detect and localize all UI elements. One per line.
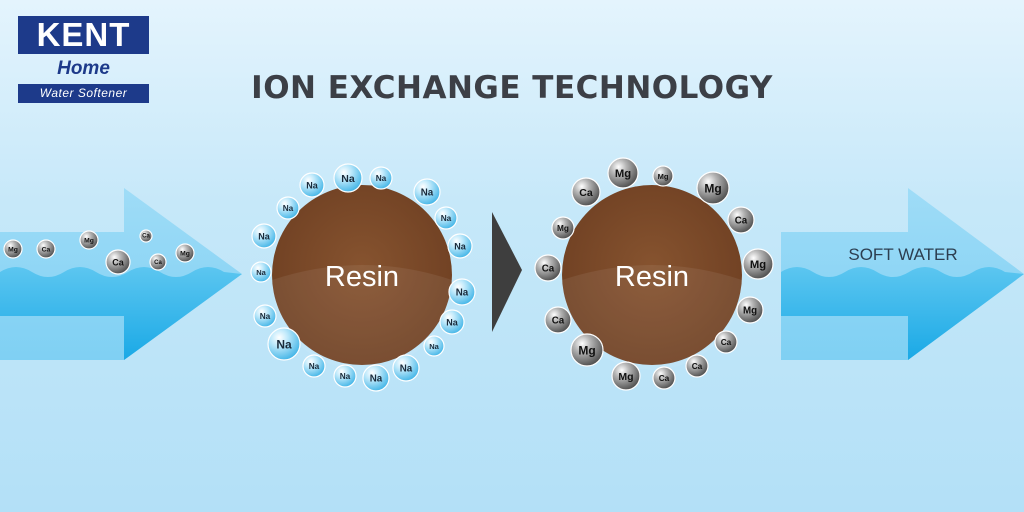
ion-na: Na — [254, 305, 276, 327]
ion-label: Mg — [743, 306, 757, 317]
resin-label: Resin — [615, 261, 689, 293]
ion-mg: Mg — [552, 217, 574, 239]
ion-ca: Ca — [106, 250, 130, 274]
ion-label: Ca — [721, 338, 732, 347]
ion-label: Na — [429, 342, 439, 351]
ion-na: Na — [268, 328, 300, 360]
ion-na: Na — [440, 310, 464, 334]
ion-na: Na — [251, 262, 271, 282]
resin-after: Resin CaMgMgMgCaMgMgCaMgCaCaMgCaMgCa — [535, 158, 773, 390]
ion-na: Na — [334, 365, 356, 387]
ion-label: Na — [306, 180, 318, 190]
ion-mg: Mg — [743, 249, 773, 279]
ion-label: Na — [341, 173, 355, 185]
ion-label: Mg — [618, 371, 633, 383]
ion-ca: Ca — [728, 207, 754, 233]
ion-ca: Ca — [535, 255, 561, 281]
ion-label: Na — [283, 204, 294, 213]
ion-label: Mg — [180, 251, 190, 258]
ion-label: Ca — [692, 362, 703, 371]
soft-water-label: SOFT WATER — [848, 245, 957, 264]
ion-label: Na — [454, 241, 466, 251]
ion-label: Ca — [735, 216, 748, 227]
ion-label: Na — [276, 337, 292, 351]
ion-label: Ca — [579, 187, 593, 199]
ion-label: Ca — [42, 247, 51, 254]
ion-na: Na — [300, 173, 324, 197]
ion-mg: Mg — [697, 172, 729, 204]
ion-na: Na — [370, 167, 392, 189]
ion-ca: Ca — [37, 240, 55, 258]
ion-label: Ca — [542, 264, 555, 275]
ion-na: Na — [363, 365, 389, 391]
ion-label: Na — [370, 374, 383, 385]
ion-mg: Mg — [653, 166, 673, 186]
ion-ca: Ca — [140, 230, 152, 242]
ion-label: Ca — [659, 374, 670, 383]
ion-label: Ca — [154, 260, 162, 266]
ion-label: Na — [258, 231, 270, 241]
ion-na: Na — [414, 179, 440, 205]
ion-label: Mg — [704, 181, 721, 195]
ion-na: Na — [334, 164, 362, 192]
ion-label: Mg — [557, 224, 569, 233]
ion-label: Mg — [84, 238, 94, 245]
ion-label: Na — [446, 317, 458, 327]
ion-label: Mg — [658, 172, 669, 181]
ion-ca: Ca — [150, 254, 166, 270]
ion-label: Na — [256, 268, 266, 277]
ion-mg: Mg — [571, 334, 603, 366]
soft-water-arrow: SOFT WATER — [781, 188, 1024, 360]
ion-mg: Mg — [4, 240, 22, 258]
ion-label: Mg — [750, 259, 766, 271]
ion-na: Na — [449, 279, 475, 305]
ion-label: Na — [340, 372, 351, 381]
ion-na: Na — [277, 197, 299, 219]
ion-mg: Mg — [176, 244, 194, 262]
ion-mg: Mg — [608, 158, 638, 188]
ion-mg: Mg — [737, 297, 763, 323]
ion-na: Na — [393, 355, 419, 381]
ion-label: Ca — [552, 316, 565, 327]
ion-ca: Ca — [686, 355, 708, 377]
ion-label: Mg — [615, 168, 631, 180]
ion-mg: Mg — [612, 362, 640, 390]
ion-label: Mg — [8, 247, 18, 254]
ion-label: Na — [376, 174, 387, 183]
resin-label: Resin — [325, 261, 399, 293]
ion-na: Na — [448, 234, 472, 258]
ion-ca: Ca — [572, 178, 600, 206]
ion-ca: Ca — [545, 307, 571, 333]
ion-label: Mg — [578, 343, 595, 357]
ion-label: Ca — [112, 257, 124, 267]
process-arrow-icon — [492, 212, 522, 332]
ion-label: Na — [441, 214, 452, 223]
ion-na: Na — [252, 224, 276, 248]
ion-label: Na — [309, 362, 320, 371]
ion-label: Ca — [142, 234, 150, 240]
ion-label: Na — [260, 312, 271, 321]
ion-ca: Ca — [653, 367, 675, 389]
ion-na: Na — [303, 355, 325, 377]
ion-na: Na — [424, 336, 444, 356]
ion-na: Na — [435, 207, 457, 229]
ion-label: Na — [400, 364, 413, 375]
ion-label: Na — [421, 188, 434, 199]
ion-ca: Ca — [715, 331, 737, 353]
ion-label: Na — [456, 288, 469, 299]
ion-mg: Mg — [80, 231, 98, 249]
